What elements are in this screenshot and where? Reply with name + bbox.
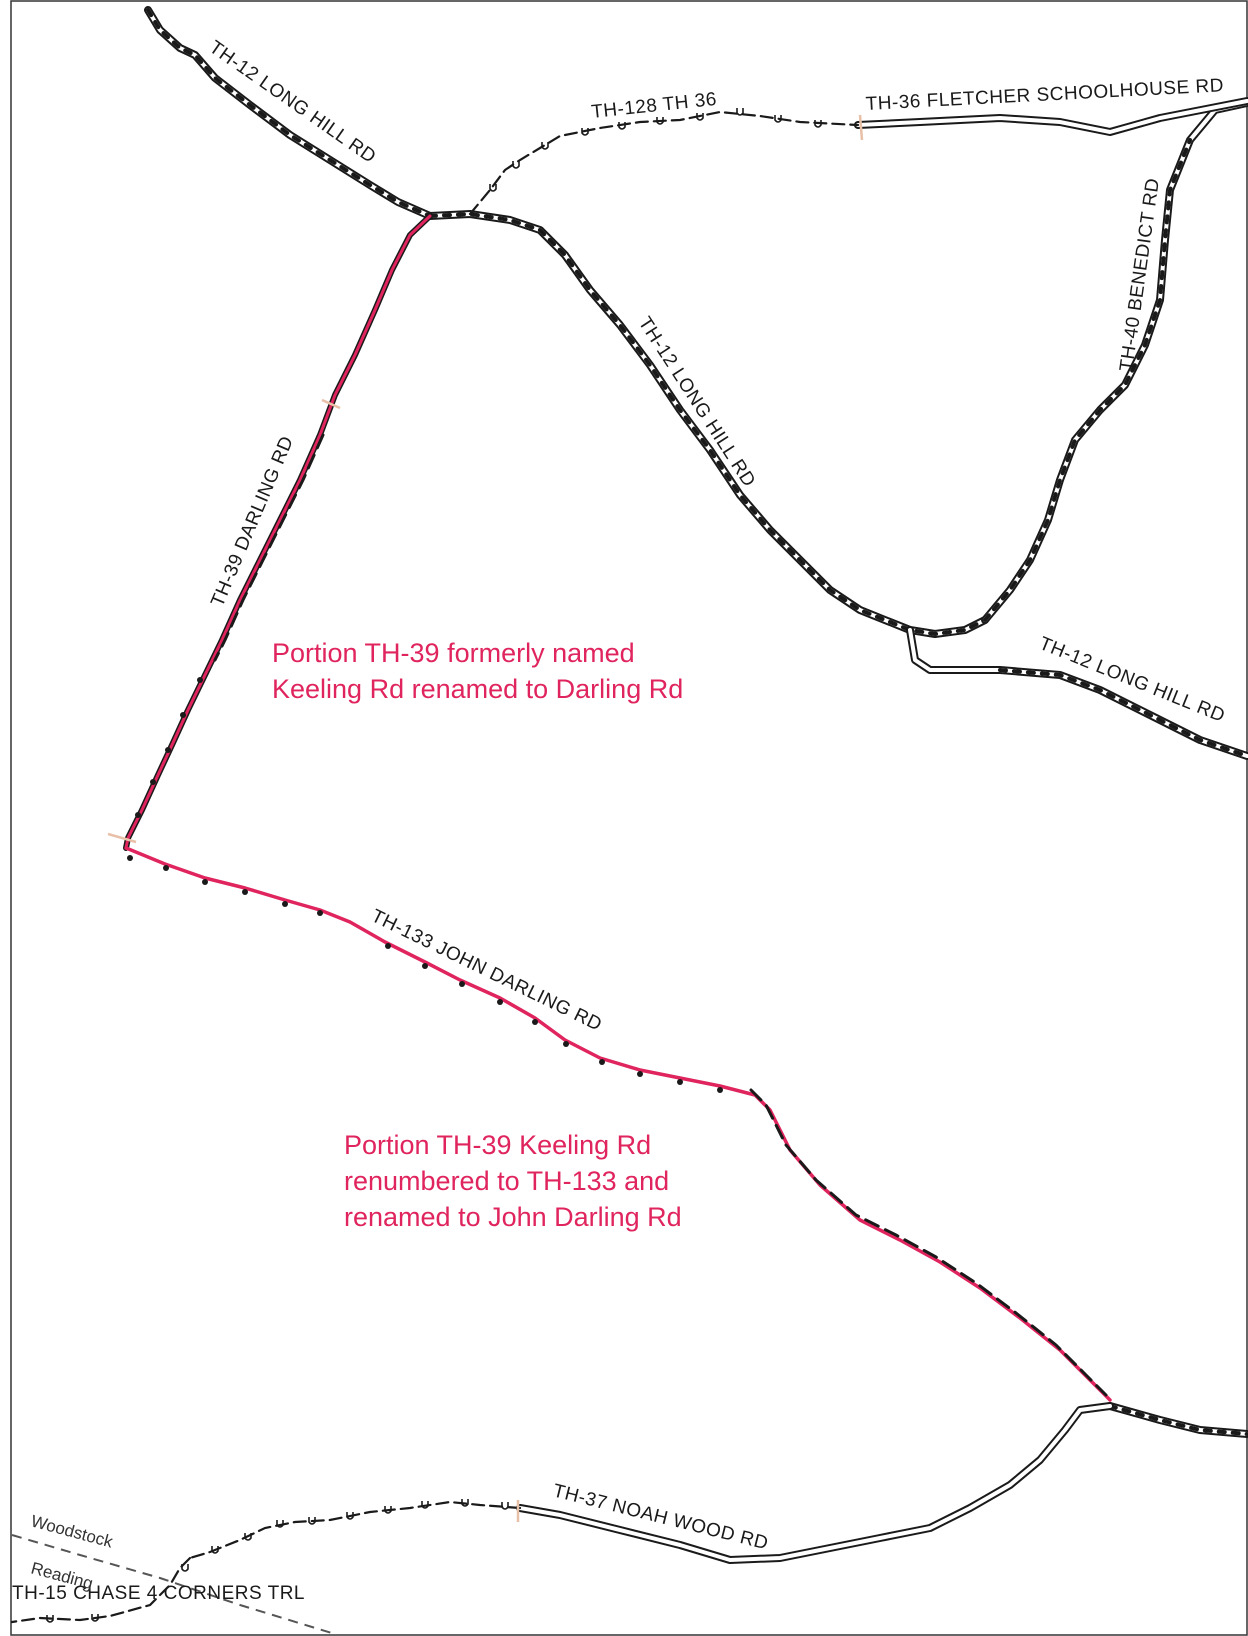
label-th12-northwest: TH-12 LONG HILL RD (205, 37, 380, 168)
note-darling-rename: Portion TH-39 formerly named Keeling Rd … (272, 638, 683, 704)
town-boundary (11, 1534, 336, 1635)
label-woodstock: Woodstock (29, 1512, 115, 1552)
label-th128: TH-128 TH 36 (590, 89, 718, 123)
highlighted-roads (123, 213, 1112, 1402)
note2-line1: Portion TH-39 Keeling Rd (344, 1130, 651, 1160)
note1-line1: Portion TH-39 formerly named (272, 638, 635, 668)
road-th12-northwest (144, 6, 434, 220)
label-th40: TH-40 BENEDICT RD (1116, 177, 1164, 373)
road-th40-benedict (981, 99, 1248, 624)
label-th133: TH-133 JOHN DARLING RD (368, 906, 605, 1036)
label-th12-middle: TH-12 LONG HILL RD (634, 313, 760, 491)
th133-vertex-marks (127, 677, 723, 1093)
road-th128 (468, 110, 860, 216)
note2-line2: renumbered to TH-133 and (344, 1166, 669, 1196)
note1-line2: Keeling Rd renamed to Darling Rd (272, 674, 683, 704)
road-th133-john-darling (124, 846, 1112, 1402)
note2-line3: renamed to John Darling Rd (344, 1202, 682, 1232)
class-roads (144, 6, 1248, 1564)
map-frame (10, 0, 1248, 1636)
note-john-darling-rename: Portion TH-39 Keeling Rd renumbered to T… (344, 1130, 682, 1232)
road-th39-darling (123, 213, 433, 851)
road-th37-west (188, 1500, 522, 1560)
road-th37-noah-wood (516, 1402, 1114, 1564)
label-th36: TH-36 FLETCHER SCHOOLHOUSE RD (865, 75, 1224, 115)
segment-markers (107, 114, 864, 1522)
class4-roads (10, 110, 860, 1624)
label-th15: TH-15 CHASE 4 CORNERS TRL (12, 1583, 305, 1604)
